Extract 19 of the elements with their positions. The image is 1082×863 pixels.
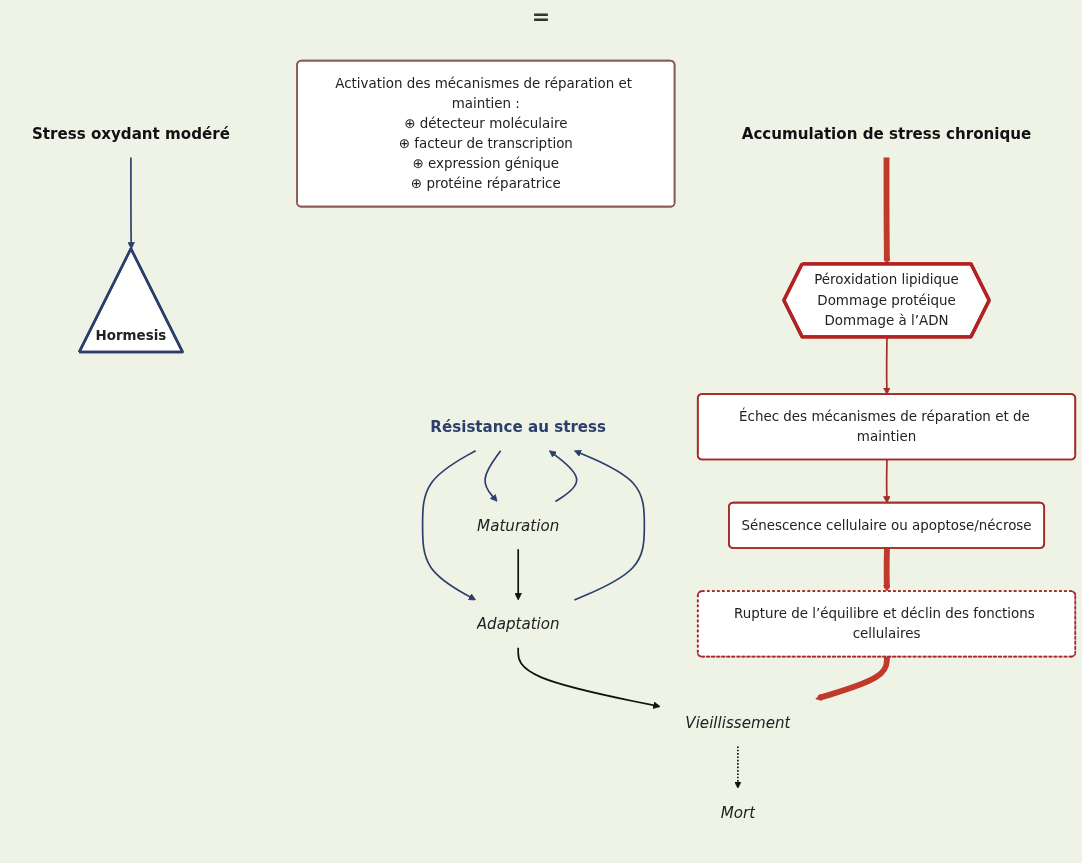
arrow xyxy=(549,449,578,502)
node-text: Mort xyxy=(720,803,756,821)
node-text: Maturation xyxy=(477,516,560,534)
node-text: Accumulation de stress chronique xyxy=(741,124,1032,143)
node-text: Stress oxydant modéré xyxy=(31,124,230,143)
arrow xyxy=(734,745,742,789)
arrow xyxy=(573,449,646,601)
arrow xyxy=(517,646,661,709)
equals-sign: = xyxy=(531,4,551,29)
arrow xyxy=(127,156,135,249)
arrow xyxy=(484,449,502,502)
arrow xyxy=(883,547,891,592)
arrow xyxy=(883,458,891,503)
node-text: Adaptation xyxy=(476,614,560,633)
node-text: Résistance au stress xyxy=(430,417,607,436)
arrow xyxy=(514,547,522,600)
arrow xyxy=(421,449,477,600)
node-text: Vieillissement xyxy=(685,713,791,731)
arrow xyxy=(883,336,891,395)
